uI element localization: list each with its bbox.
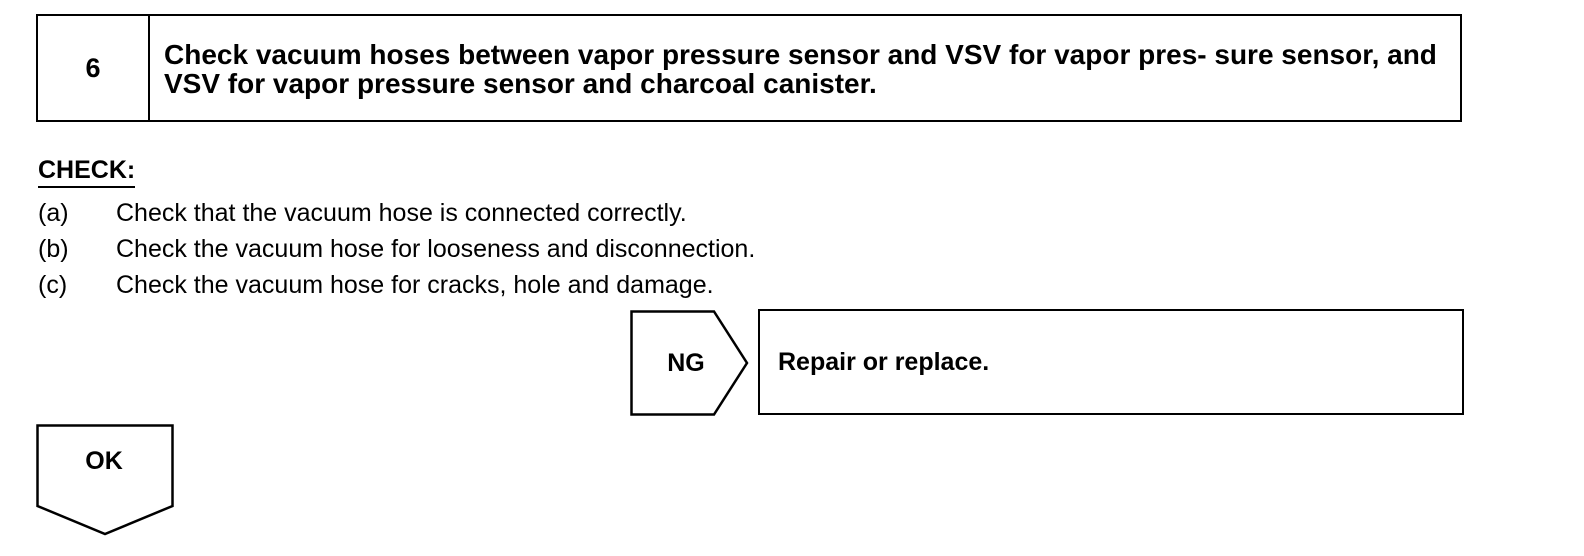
ok-arrow-icon — [36, 424, 174, 536]
check-item-text: Check that the vacuum hose is connected … — [116, 199, 687, 227]
step-title: Check vacuum hoses between vapor pressur… — [150, 16, 1460, 120]
check-item-letter: (b) — [38, 235, 69, 263]
ng-action-text: Repair or replace. — [778, 347, 990, 376]
check-item-text: Check the vacuum hose for cracks, hole a… — [116, 271, 714, 299]
check-item-letter: (c) — [38, 271, 68, 299]
check-item-text: Check the vacuum hose for looseness and … — [116, 235, 756, 263]
check-item-letter: (a) — [38, 199, 69, 227]
step-title-text: Check vacuum hoses between vapor pressur… — [164, 39, 1437, 99]
ng-label: NG — [667, 348, 705, 377]
step-header: 6 Check vacuum hoses between vapor press… — [36, 14, 1462, 122]
ng-arrow-icon — [630, 310, 749, 416]
step-number: 6 — [38, 16, 150, 120]
check-item: (b) Check the vacuum hose for looseness … — [38, 231, 755, 267]
ng-action-box: Repair or replace. — [758, 309, 1464, 415]
check-item: (a) Check that the vacuum hose is connec… — [38, 195, 755, 231]
check-item: (c) Check the vacuum hose for cracks, ho… — [38, 267, 755, 303]
ok-label: OK — [85, 447, 123, 475]
check-heading: CHECK: — [38, 155, 136, 188]
check-list: (a) Check that the vacuum hose is connec… — [38, 195, 755, 303]
